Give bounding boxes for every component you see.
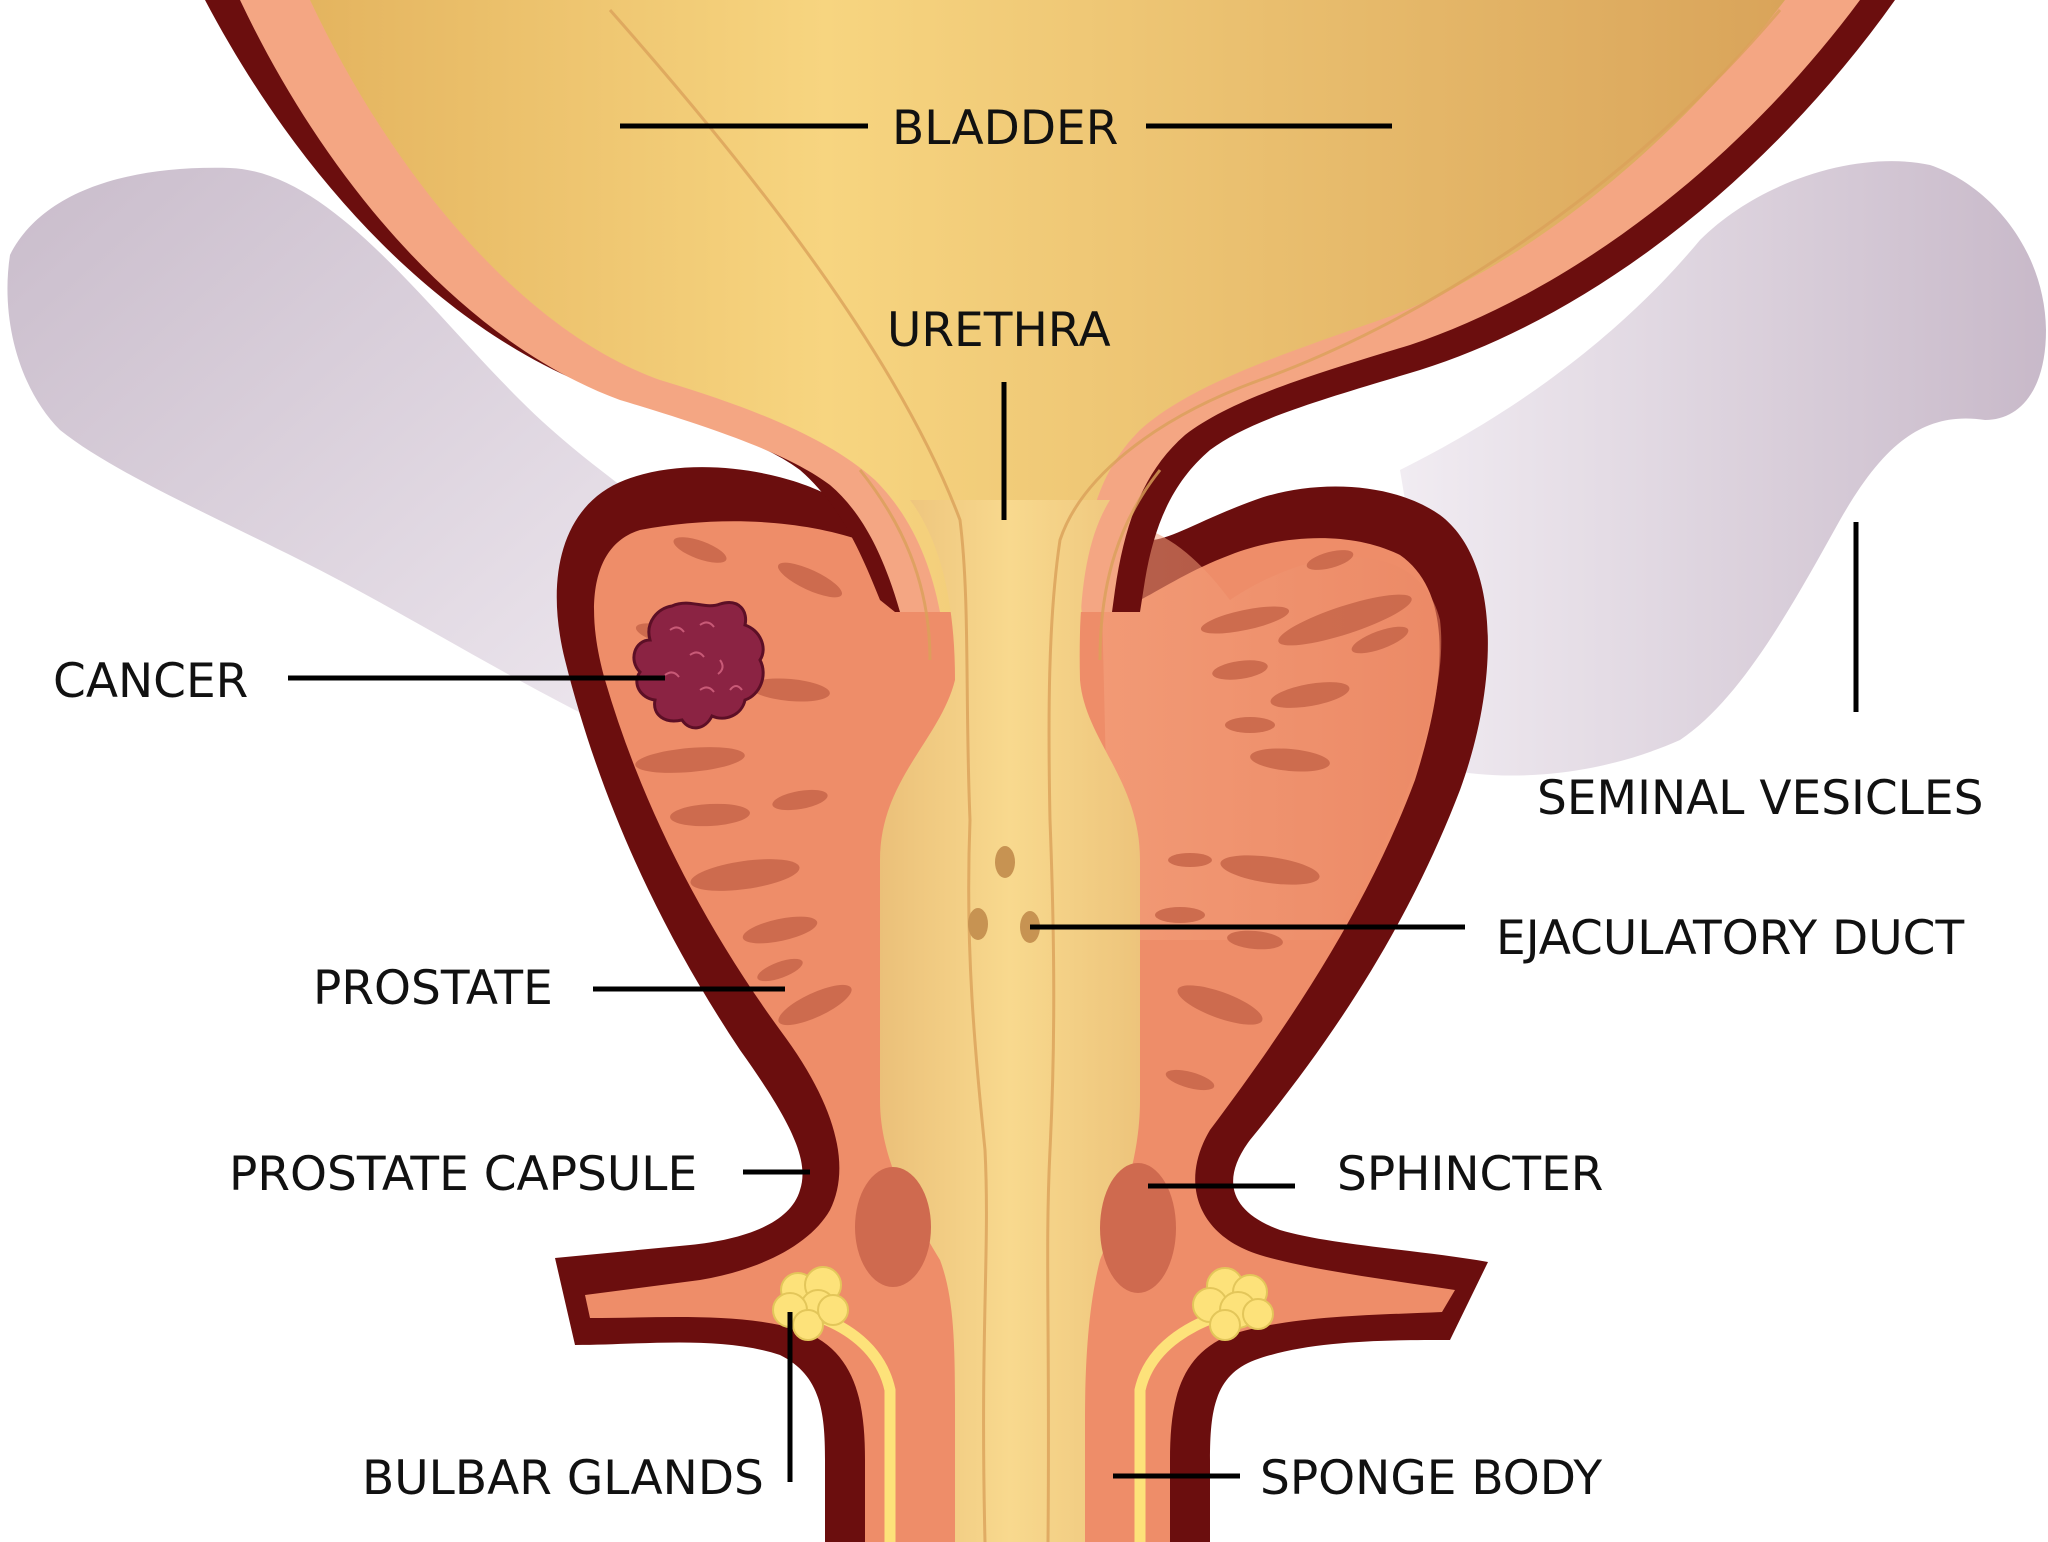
label-seminal-vesicles: SEMINAL VESICLES — [1537, 771, 1983, 826]
leader-lines — [288, 123, 1859, 1482]
label-prostate: PROSTATE — [313, 961, 553, 1016]
label-bladder: BLADDER — [892, 101, 1118, 156]
urethra-lines — [608, 9, 1782, 1542]
right-sphincter — [1100, 1163, 1176, 1293]
label-urethra: URETHRA — [887, 303, 1111, 358]
cancer-tumor — [632, 601, 765, 730]
right-seminal-vesicle — [1400, 161, 2046, 776]
label-bulbar-glands: BULBAR GLANDS — [362, 1451, 764, 1506]
label-ejaculatory-duct: EJACULATORY DUCT — [1496, 911, 1964, 966]
seminal-vesicles — [7, 161, 2046, 776]
label-sphincter: SPHINCTER — [1337, 1147, 1603, 1202]
label-cancer: CANCER — [53, 654, 248, 709]
label-prostate-capsule: PROSTATE CAPSULE — [229, 1147, 697, 1202]
left-sphincter — [855, 1167, 931, 1287]
bladder-lumen — [310, 0, 1785, 612]
cancer-texture — [664, 621, 743, 693]
label-sponge-body: SPONGE BODY — [1260, 1451, 1602, 1506]
bulbar-glands — [772, 1266, 1274, 1542]
left-seminal-vesicle — [7, 167, 680, 760]
urethra-channel — [880, 500, 1140, 1542]
